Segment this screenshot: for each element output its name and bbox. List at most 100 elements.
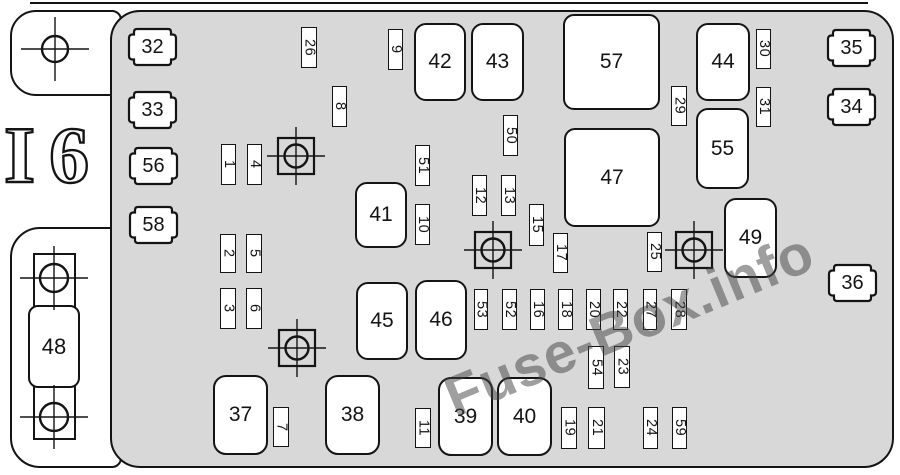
fuse-58: 58: [128, 205, 179, 245]
fuse-label: 1: [220, 160, 237, 169]
fuse-32: 32: [127, 27, 178, 67]
fuse-50: 50: [502, 115, 519, 156]
fuse-9: 9: [388, 29, 404, 70]
fuse-19: 19: [561, 407, 577, 449]
fuse-35: 35: [826, 28, 877, 68]
fuse-22: 22: [612, 289, 629, 330]
fuse-label: 3: [220, 304, 237, 313]
fuse-34: 34: [826, 87, 877, 127]
fuse-36: 36: [827, 263, 878, 303]
screw-bolt-icon: [461, 218, 525, 282]
relay-41: 41: [355, 182, 407, 248]
fuse-label: 23: [614, 358, 631, 376]
relay-label: 49: [738, 226, 763, 249]
fuse-52: 52: [502, 289, 518, 330]
fuse-18: 18: [557, 289, 574, 330]
fuse-label: 13: [500, 186, 517, 205]
fuse-label: 53: [473, 300, 490, 319]
fuse-label: 29: [671, 97, 688, 115]
relay-label: 44: [711, 50, 735, 73]
fuse-4: 4: [246, 144, 263, 185]
fuse-label: 26: [301, 38, 318, 57]
relay-label: 39: [453, 404, 478, 428]
fuse-label: 12: [471, 186, 488, 205]
relay-label: 45: [370, 309, 394, 332]
screw-bolt-icon: [264, 124, 328, 188]
screw-bolt-icon: [662, 218, 726, 282]
fuse-10: 10: [414, 204, 431, 245]
relay-label: 47: [600, 165, 624, 189]
relay-46: 46: [415, 280, 467, 360]
fuse-25: 25: [646, 232, 663, 272]
fuse-56: 56: [128, 146, 179, 186]
fuse-label: 11: [415, 419, 432, 437]
fuse-label: 24: [642, 419, 659, 437]
cartridge-fuse-shape: [826, 87, 877, 127]
fuse-11: 11: [415, 408, 431, 448]
fuse-label: 18: [557, 300, 574, 319]
fuse-16: 16: [529, 289, 546, 330]
fuse-label: 4: [246, 160, 263, 169]
relay-label: 57: [599, 50, 624, 73]
relay-label: 46: [429, 308, 453, 331]
fuse-30: 30: [755, 29, 772, 69]
fuse-label: 51: [414, 156, 431, 175]
fuse-label: 10: [414, 215, 431, 234]
fuse-8: 8: [331, 86, 348, 127]
fuse-2: 2: [220, 234, 236, 273]
fuse-label: 56: [142, 154, 165, 177]
fuse-label: 20: [585, 300, 602, 319]
fuse-label: 7: [273, 422, 290, 432]
relay-42: 42: [414, 23, 466, 101]
fuse-label: 28: [671, 300, 688, 319]
relay-44: 44: [696, 23, 750, 101]
cartridge-fuse-shape: [127, 90, 178, 130]
fuse-17: 17: [552, 233, 569, 273]
fuse-label: 34: [840, 95, 863, 118]
fuse-label: 17: [552, 244, 569, 262]
screw-bolt-icon: [17, 11, 93, 87]
fuse-label: 50: [502, 126, 519, 145]
fuse-label: 54: [588, 358, 605, 377]
relay-label: 41: [369, 203, 393, 226]
fuse-label: 25: [646, 243, 663, 261]
relay-label: 42: [428, 50, 452, 73]
cartridge-fuse-shape: [827, 263, 878, 303]
fuse-7: 7: [273, 407, 289, 447]
fuse-29: 29: [671, 86, 687, 126]
fuse-label: 16: [529, 300, 546, 319]
screw-bolt-icon: [16, 240, 92, 316]
relay-label: 40: [512, 404, 537, 428]
fuse-59: 59: [671, 407, 688, 449]
fuse-label: 48: [41, 333, 67, 359]
screw-bolt-icon: [265, 316, 329, 380]
fuse-label: 35: [840, 36, 863, 59]
fuse-label: 59: [671, 419, 688, 437]
fuse-24: 24: [642, 407, 659, 449]
screw-bolt-icon: [16, 379, 92, 455]
maxi-fuse-48: 48: [28, 305, 80, 388]
relay-label: 43: [485, 50, 510, 73]
fuse-label: 8: [331, 102, 348, 111]
fuse-20: 20: [585, 289, 602, 330]
relay-label: 55: [710, 136, 735, 160]
fuse-label: 30: [755, 40, 772, 58]
fuse-33: 33: [127, 90, 178, 130]
cartridge-fuse-shape: [128, 205, 179, 245]
fuse-26: 26: [301, 27, 317, 68]
relay-49: 49: [724, 198, 777, 278]
fuse-21: 21: [588, 407, 605, 449]
cover-edge-line: [30, 2, 868, 4]
fuse-31: 31: [755, 87, 772, 127]
cartridge-fuse-shape: [127, 27, 178, 67]
cartridge-fuse-shape: [128, 146, 179, 186]
relay-45: 45: [356, 282, 408, 360]
fuse-label: 21: [588, 419, 605, 437]
fuse-label: 22: [612, 300, 629, 319]
fuse-5: 5: [246, 234, 262, 273]
fuse-label: 58: [142, 213, 165, 236]
fuse-label: 31: [755, 98, 772, 116]
fuse-23: 23: [614, 346, 630, 388]
fuse-label: 6: [246, 304, 263, 313]
